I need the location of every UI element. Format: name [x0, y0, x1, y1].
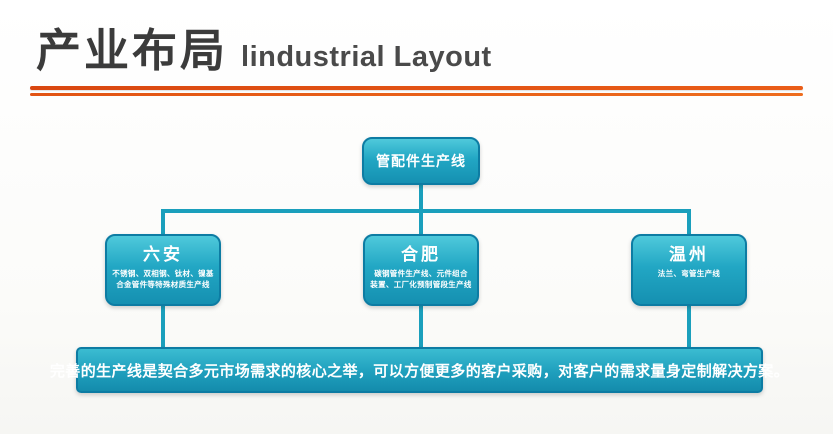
- title-chinese: 产业布局: [36, 25, 229, 76]
- connector-mid-to-footer: [419, 305, 423, 349]
- divider-line-top: [30, 86, 803, 90]
- node-description: 碳钢管件生产线、元件组合 装置、工厂化预制管段生产线: [370, 268, 472, 289]
- root-node-label: 管配件生产线: [376, 153, 466, 169]
- title-english: lindustrial Layout: [241, 41, 492, 73]
- connector-mid-down: [419, 209, 423, 236]
- node-description: 法兰、弯管生产线: [657, 268, 721, 278]
- summary-text: 完善的生产线是契合多元市场需求的核心之举，可以方便更多的客户采购，对客户的需求量…: [49, 362, 790, 380]
- connector-right-to-footer: [687, 305, 691, 349]
- divider-line-bottom: [30, 93, 803, 96]
- connector-horizontal: [161, 209, 691, 213]
- diagram-node-hefei: 合肥 碳钢管件生产线、元件组合 装置、工厂化预制管段生产线: [363, 234, 479, 306]
- node-city-name: 六安: [143, 245, 183, 264]
- page-title: 产业布局 lindustrial Layout: [36, 14, 492, 79]
- node-description: 不锈钢、双相钢、钛材、镍基 合金管件等特殊材质生产线: [112, 268, 214, 289]
- node-city-name: 温州: [669, 245, 709, 264]
- summary-bar: 完善的生产线是契合多元市场需求的核心之举，可以方便更多的客户采购，对客户的需求量…: [50, 347, 789, 393]
- diagram-node-wenzhou: 温州 法兰、弯管生产线: [631, 234, 747, 306]
- diagram-node-luan: 六安 不锈钢、双相钢、钛材、镍基 合金管件等特殊材质生产线: [105, 234, 221, 306]
- connector-root-down: [419, 184, 423, 213]
- diagram-node-root: 管配件生产线: [362, 137, 480, 185]
- node-city-name: 合肥: [401, 245, 441, 264]
- connector-right-down: [687, 209, 691, 236]
- connector-left-to-footer: [161, 305, 165, 349]
- connector-left-down: [161, 209, 165, 236]
